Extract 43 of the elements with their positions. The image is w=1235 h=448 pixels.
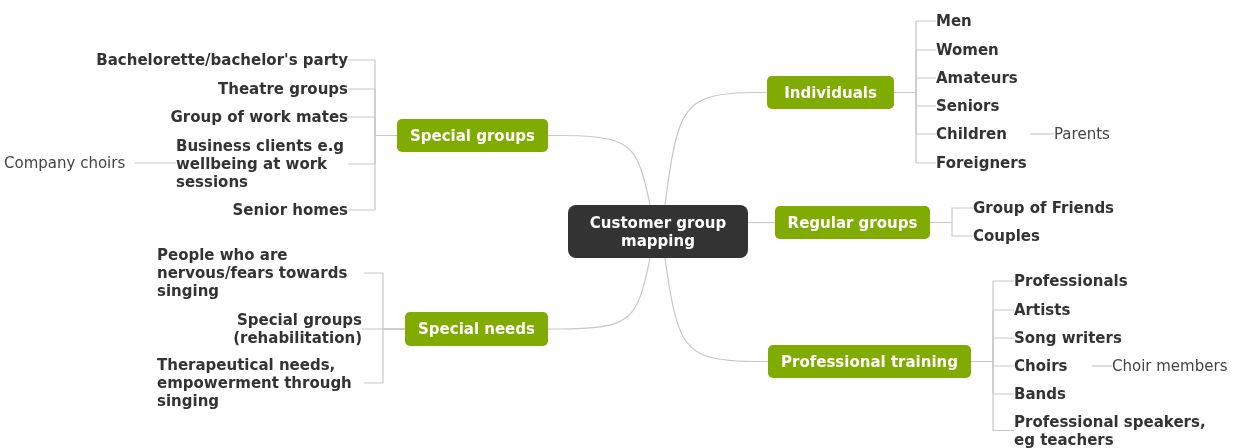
subtopic-text: Theatre groups bbox=[178, 79, 348, 99]
subtopic-text: Children bbox=[936, 124, 1030, 144]
connector-line bbox=[547, 257, 651, 330]
subtopic-text: Choirs bbox=[1014, 356, 1092, 376]
connector-line bbox=[1029, 133, 1055, 135]
subtopic-text: Artists bbox=[1014, 300, 1174, 320]
subtopic-text: Professional speakers, eg teachers bbox=[1014, 413, 1219, 448]
subtopic-text: Special groups (rehabilitation) bbox=[215, 310, 362, 348]
subtopic-text: Bachelorette/bachelor's party bbox=[78, 50, 348, 70]
subtopic-text: Bands bbox=[1014, 384, 1174, 404]
topic-box: Special groups bbox=[397, 119, 548, 152]
connector-line bbox=[1091, 365, 1113, 367]
connector-line bbox=[547, 134, 651, 206]
subtopic-text: Seniors bbox=[936, 96, 1056, 116]
connector-line bbox=[363, 328, 406, 384]
subtopic-text: Senior homes bbox=[198, 200, 348, 220]
subtopic-text: Men bbox=[936, 11, 1056, 31]
topic-box: Professional training bbox=[768, 345, 971, 378]
connector-line bbox=[664, 91, 768, 206]
subtopic-text: Therapeutical needs, empowerment through singing bbox=[157, 355, 364, 411]
note-text: Choir members bbox=[1112, 356, 1234, 376]
topic-box: Special needs bbox=[405, 312, 548, 346]
subtopic-text: Business clients e.g wellbeing at work sessions bbox=[176, 136, 348, 192]
subtopic-text: Foreigners bbox=[936, 153, 1056, 173]
connector-line bbox=[893, 91, 937, 164]
subtopic-text: Song writers bbox=[1014, 328, 1174, 348]
connector-line bbox=[929, 221, 974, 237]
topic-box: Individuals bbox=[767, 76, 894, 109]
subtopic-text: Women bbox=[936, 40, 1056, 60]
subtopic-text: People who are nervous/fears towards singing bbox=[157, 245, 364, 301]
subtopic-text: Group of Friends bbox=[973, 198, 1133, 218]
subtopic-text: Professionals bbox=[1014, 271, 1174, 291]
connector-line bbox=[347, 134, 398, 211]
central-topic-box: Customer group mapping bbox=[568, 205, 748, 258]
note-text: Company choirs bbox=[4, 153, 134, 173]
connector-line bbox=[970, 360, 1015, 432]
connector-line bbox=[747, 221, 776, 224]
subtopic-text: Couples bbox=[973, 226, 1133, 246]
subtopic-text: Amateurs bbox=[936, 68, 1056, 88]
topic-box: Regular groups bbox=[775, 206, 930, 239]
subtopic-text: Group of work mates bbox=[148, 107, 348, 127]
note-text: Parents bbox=[1054, 124, 1134, 144]
connector-line bbox=[664, 257, 769, 363]
